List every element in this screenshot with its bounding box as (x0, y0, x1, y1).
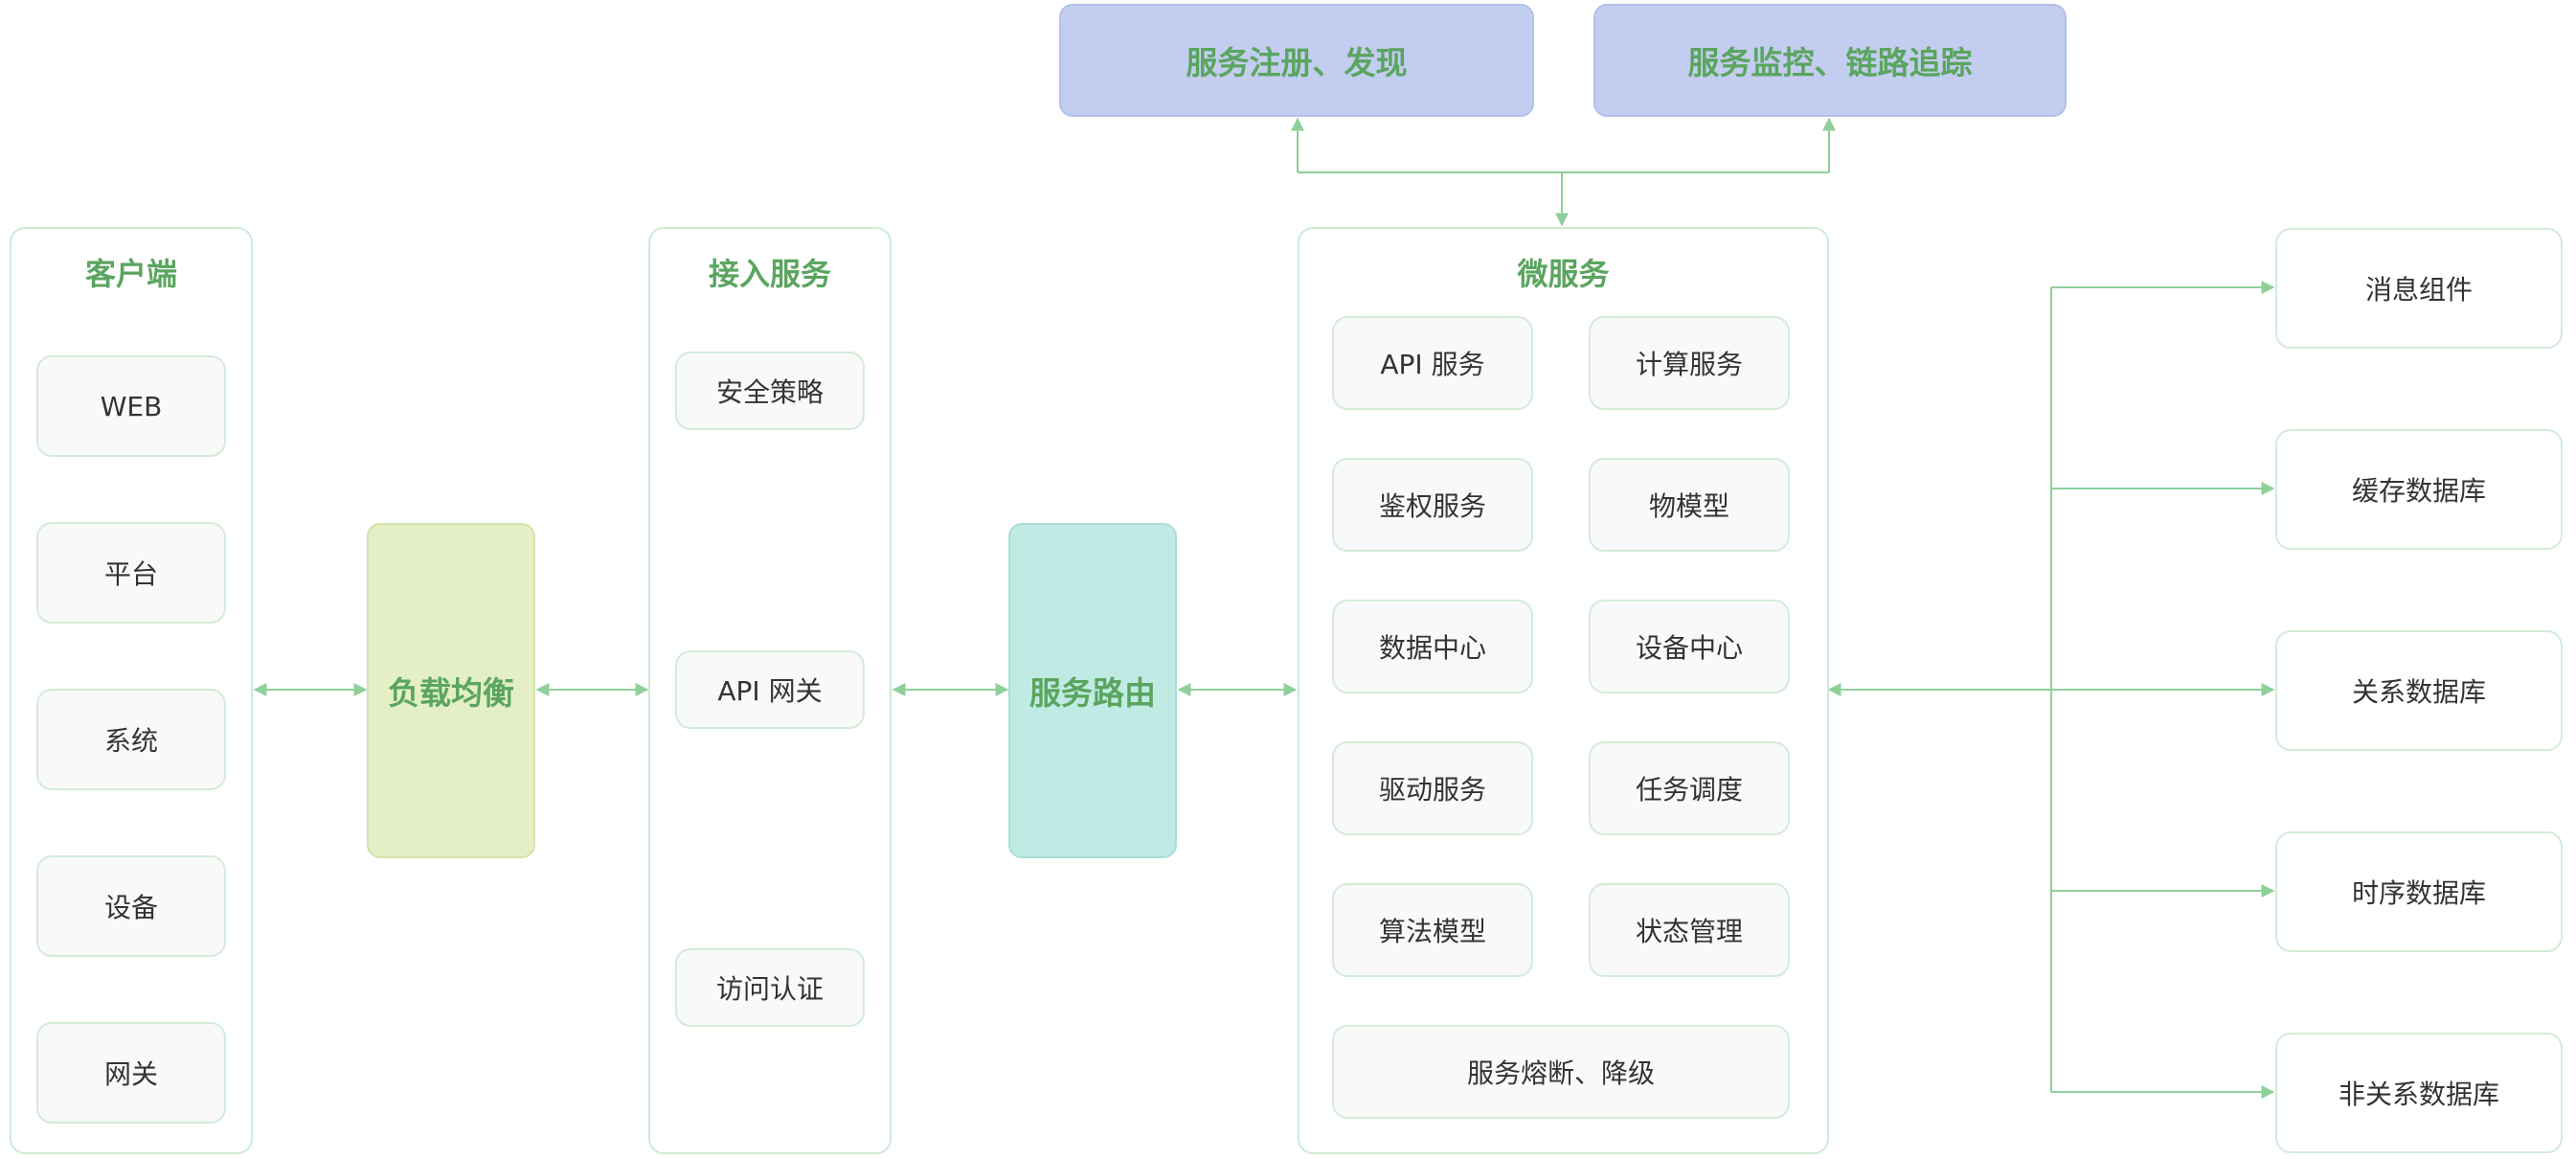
client-item-platform: 平台 (36, 522, 226, 624)
micro-item-state-management: 状态管理 (1589, 883, 1790, 977)
registry-box: 服务注册、发现 (1059, 4, 1534, 117)
micro-item-compute-service: 计算服务 (1589, 316, 1790, 410)
access-item-security-policy: 安全策略 (675, 352, 865, 430)
client-item-system: 系统 (36, 689, 226, 790)
client-item-gateway: 网关 (36, 1022, 226, 1124)
storage-item-message: 消息组件 (2275, 228, 2563, 349)
micro-item-auth-service: 鉴权服务 (1332, 458, 1533, 552)
micro-item-algorithm-model: 算法模型 (1332, 883, 1533, 977)
load-balance-label: 负载均衡 (388, 674, 514, 712)
client-item-web: WEB (36, 355, 226, 457)
micro-title: 微服务 (1517, 256, 1610, 292)
service-route-box: 服务路由 (1008, 523, 1177, 858)
access-item-access-auth: 访问认证 (675, 948, 865, 1027)
client-title: 客户端 (84, 256, 177, 292)
micro-item-driver-service: 驱动服务 (1332, 741, 1533, 835)
micro-item-data-center: 数据中心 (1332, 600, 1533, 693)
storage-item-timeseries-db: 时序数据库 (2275, 831, 2563, 952)
registry-label: 服务注册、发现 (1186, 44, 1408, 81)
micro-item-thing-model: 物模型 (1589, 458, 1790, 552)
storage-item-cache-db: 缓存数据库 (2275, 429, 2563, 550)
monitor-box: 服务监控、链路追踪 (1593, 4, 2067, 117)
micro-item-device-center: 设备中心 (1589, 600, 1790, 693)
access-title: 接入服务 (708, 256, 831, 292)
storage-item-relational-db: 关系数据库 (2275, 630, 2563, 751)
micro-item-circuit-breaker: 服务熔断、降级 (1332, 1025, 1790, 1119)
micro-item-api-service: API 服务 (1332, 316, 1533, 410)
service-route-label: 服务路由 (1029, 674, 1156, 712)
access-item-api-gateway: API 网关 (675, 650, 865, 729)
micro-item-task-scheduling: 任务调度 (1589, 741, 1790, 835)
load-balance-box: 负载均衡 (367, 523, 535, 858)
storage-item-nosql-db: 非关系数据库 (2275, 1033, 2563, 1153)
client-item-device: 设备 (36, 855, 226, 957)
monitor-label: 服务监控、链路追踪 (1687, 44, 1973, 81)
